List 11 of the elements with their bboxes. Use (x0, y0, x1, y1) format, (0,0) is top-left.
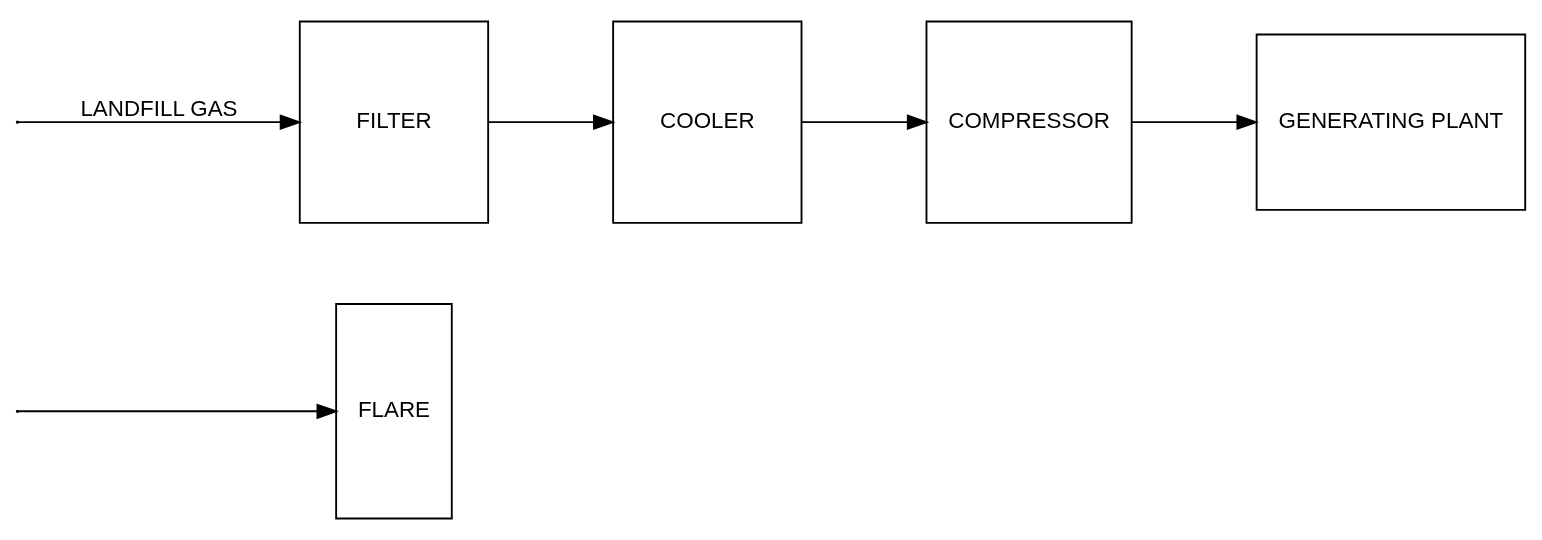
node-box: GENERATING PLANT (1255, 33, 1527, 211)
arrow (487, 114, 616, 131)
node-box: COOLER (612, 20, 803, 224)
arrow (17, 403, 339, 420)
arrow (801, 114, 930, 131)
arrow (1131, 114, 1259, 131)
edge-label: LANDFILL GAS (80, 95, 238, 121)
node-box: FLARE (335, 303, 453, 520)
node-box: FILTER (298, 20, 490, 224)
node-box: COMPRESSOR (925, 20, 1133, 224)
arrow (17, 114, 303, 131)
